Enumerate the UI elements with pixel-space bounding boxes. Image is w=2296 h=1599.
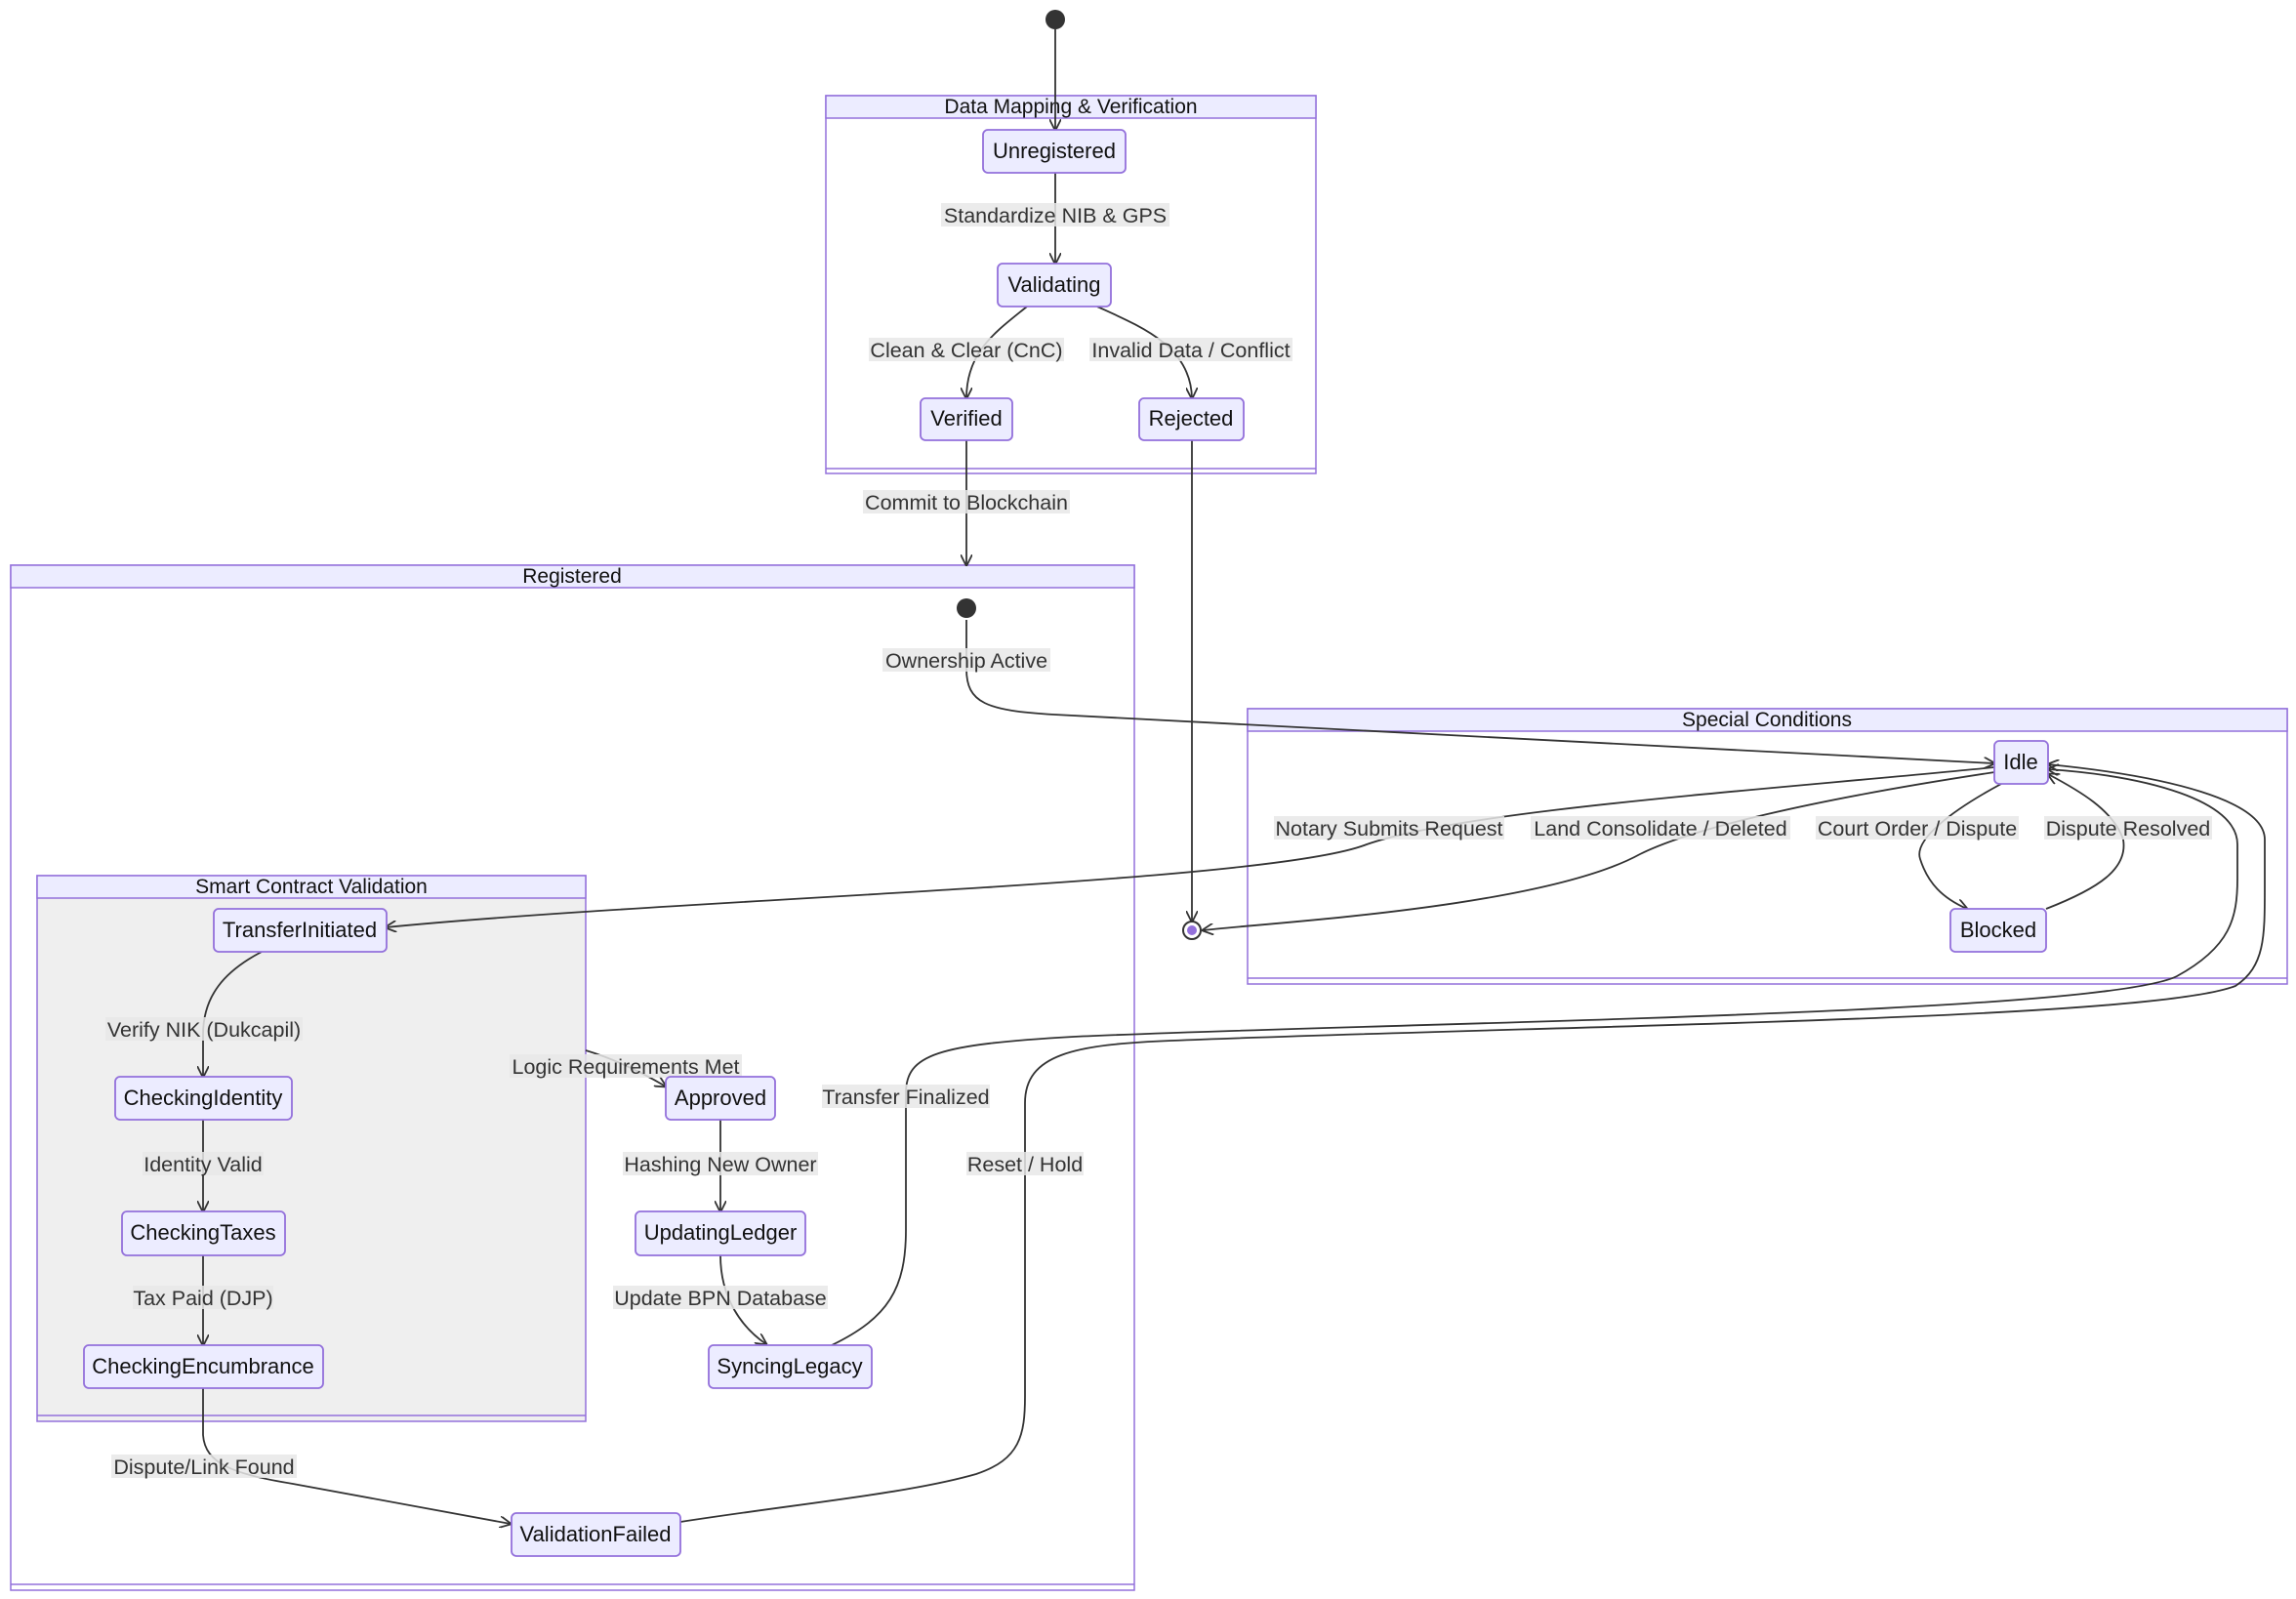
state-verified[interactable]: Verified bbox=[920, 397, 1013, 441]
edge-label-identity-valid: Identity Valid bbox=[144, 1153, 263, 1176]
state-verified-label: Verified bbox=[930, 406, 1002, 430]
state-idle-label: Idle bbox=[2003, 750, 2037, 774]
edge-land-consolidate bbox=[1203, 770, 2002, 930]
state-approved[interactable]: Approved bbox=[665, 1076, 776, 1121]
edges bbox=[203, 29, 2266, 1524]
state-blocked[interactable]: Blocked bbox=[1949, 908, 2047, 953]
edge-label-hashing: Hashing New Owner bbox=[624, 1153, 816, 1176]
edge-label-logic-met: Logic Requirements Met bbox=[512, 1055, 739, 1079]
edge-label-tax-paid: Tax Paid (DJP) bbox=[133, 1287, 272, 1310]
state-validating[interactable]: Validating bbox=[997, 263, 1112, 308]
edge-label-standardize: Standardize NIB & GPS bbox=[944, 204, 1167, 227]
start-dot-top bbox=[1046, 10, 1065, 29]
edge-label-commit: Commit to Blockchain bbox=[865, 491, 1068, 514]
state-rejected[interactable]: Rejected bbox=[1138, 397, 1245, 441]
state-validating-label: Validating bbox=[1008, 272, 1101, 297]
edge-dispute-resolved bbox=[2046, 774, 2125, 910]
end-state bbox=[1182, 921, 1202, 940]
state-updating-ledger[interactable]: UpdatingLedger bbox=[635, 1210, 806, 1256]
state-updating-ledger-label: UpdatingLedger bbox=[644, 1220, 798, 1245]
states: Unregistered Validating Verified Rejecte… bbox=[83, 129, 2049, 1557]
state-checking-taxes-label: CheckingTaxes bbox=[130, 1220, 275, 1245]
edge-ownership-active bbox=[965, 620, 1994, 763]
state-blocked-label: Blocked bbox=[1960, 918, 2036, 942]
edge-label-dispute-resolved: Dispute Resolved bbox=[2046, 817, 2211, 840]
edge-label-reset-hold: Reset / Hold bbox=[967, 1153, 1083, 1176]
edge-labels: Standardize NIB & GPS Clean & Clear (CnC… bbox=[105, 203, 2212, 1479]
state-unregistered-label: Unregistered bbox=[993, 139, 1116, 163]
state-checking-identity-label: CheckingIdentity bbox=[124, 1086, 283, 1110]
state-idle[interactable]: Idle bbox=[1993, 740, 2049, 785]
edge-label-ownership-active: Ownership Active bbox=[885, 649, 1047, 673]
state-syncing-legacy-label: SyncingLegacy bbox=[717, 1354, 862, 1378]
edge-label-transfer-finalized: Transfer Finalized bbox=[822, 1086, 989, 1109]
edge-notary-submits bbox=[386, 766, 1995, 927]
state-checking-identity[interactable]: CheckingIdentity bbox=[114, 1076, 293, 1121]
edge-update-bpn bbox=[719, 1254, 766, 1344]
cluster-special-title: Special Conditions bbox=[1682, 709, 1852, 731]
state-unregistered[interactable]: Unregistered bbox=[982, 129, 1127, 174]
edge-reset-hold bbox=[679, 764, 2266, 1523]
state-validation-failed-label: ValidationFailed bbox=[520, 1522, 672, 1546]
cluster-smart-contract: Smart Contract Validation bbox=[36, 875, 587, 1422]
edge-label-dispute-link: Dispute/Link Found bbox=[113, 1456, 294, 1479]
edge-label-court-order: Court Order / Dispute bbox=[1818, 817, 2017, 840]
edge-label-invalid-data: Invalid Data / Conflict bbox=[1091, 339, 1290, 362]
state-syncing-legacy[interactable]: SyncingLegacy bbox=[708, 1344, 873, 1389]
state-checking-encumbrance-label: CheckingEncumbrance bbox=[92, 1354, 313, 1378]
edge-label-clean-clear: Clean & Clear (CnC) bbox=[870, 339, 1062, 362]
cluster-data-mapping-title: Data Mapping & Verification bbox=[944, 96, 1197, 118]
edge-label-verify-nik: Verify NIK (Dukcapil) bbox=[107, 1018, 301, 1042]
state-checking-encumbrance[interactable]: CheckingEncumbrance bbox=[83, 1344, 324, 1389]
state-transfer-initiated-label: TransferInitiated bbox=[223, 918, 377, 942]
edge-label-notary-submits: Notary Submits Request bbox=[1275, 817, 1502, 840]
edge-label-land-consolidate: Land Consolidate / Deleted bbox=[1534, 817, 1786, 840]
edge-label-update-bpn: Update BPN Database bbox=[614, 1287, 827, 1310]
start-dot-registered bbox=[957, 598, 976, 618]
cluster-registered-title: Registered bbox=[522, 565, 622, 588]
edge-court-order bbox=[1918, 783, 2002, 909]
state-transfer-initiated[interactable]: TransferInitiated bbox=[213, 908, 388, 953]
state-validation-failed[interactable]: ValidationFailed bbox=[511, 1512, 681, 1557]
cluster-smart-contract-title: Smart Contract Validation bbox=[195, 876, 428, 898]
state-checking-taxes[interactable]: CheckingTaxes bbox=[121, 1210, 286, 1256]
cluster-special: Special Conditions bbox=[1247, 708, 2288, 985]
state-rejected-label: Rejected bbox=[1149, 406, 1234, 430]
state-approved-label: Approved bbox=[675, 1086, 766, 1110]
